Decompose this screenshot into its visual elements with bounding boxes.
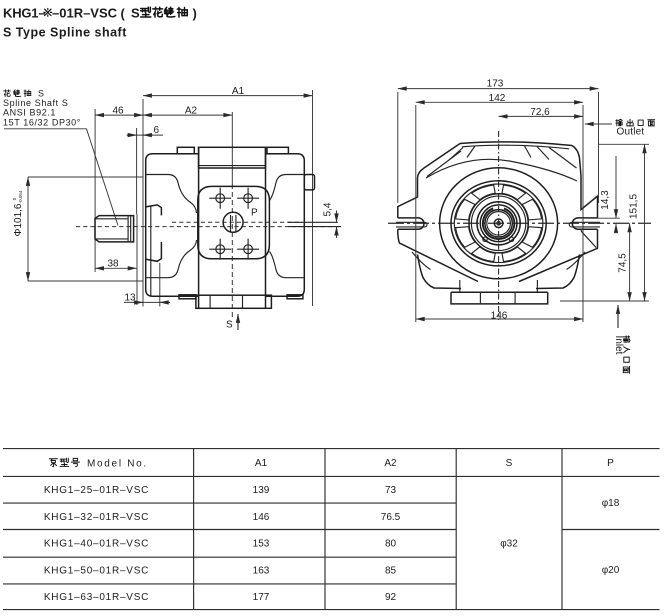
svg-text:ANSI B92.1: ANSI B92.1	[3, 107, 56, 117]
svg-text:S: S	[38, 88, 44, 98]
svg-text:177: 177	[253, 592, 270, 603]
svg-text:151,5: 151,5	[629, 194, 640, 219]
svg-text:85: 85	[385, 566, 397, 577]
svg-text:S: S	[506, 458, 513, 469]
svg-text:139: 139	[253, 485, 270, 496]
svg-text:6: 6	[154, 125, 160, 136]
svg-text:92: 92	[385, 592, 397, 603]
svg-text:φ32: φ32	[500, 539, 518, 550]
svg-text:15T 16/32 DP30°: 15T 16/32 DP30°	[3, 117, 81, 127]
svg-text:KHG1–63–01R–VSC: KHG1–63–01R–VSC	[44, 592, 149, 603]
svg-text:A2: A2	[185, 105, 198, 116]
svg-text:14,3: 14,3	[600, 190, 611, 210]
svg-text:80: 80	[385, 539, 397, 550]
svg-text:163: 163	[253, 566, 270, 577]
svg-text:72,6: 72,6	[530, 107, 550, 118]
svg-text:KHG1–: KHG1–	[3, 6, 45, 21]
svg-text:46: 46	[112, 105, 124, 116]
svg-text:): )	[193, 6, 197, 21]
svg-text:KHG1–50–01R–VSC: KHG1–50–01R–VSC	[44, 566, 149, 577]
svg-text:P: P	[607, 458, 614, 469]
svg-text:φ18: φ18	[602, 498, 620, 509]
svg-text:S Type Spline shaft: S Type Spline shaft	[3, 26, 127, 40]
svg-text:13: 13	[124, 293, 136, 304]
svg-text:146: 146	[491, 310, 508, 321]
svg-text:73: 73	[385, 485, 397, 496]
svg-text:S: S	[131, 6, 140, 21]
svg-text:φ20: φ20	[602, 565, 620, 576]
svg-text:A2: A2	[384, 458, 397, 469]
svg-text:38: 38	[107, 259, 119, 270]
svg-text:P: P	[251, 208, 258, 219]
svg-text:–01R–VSC: –01R–VSC	[52, 6, 118, 21]
svg-text:S: S	[226, 320, 233, 331]
svg-text:153: 153	[253, 539, 270, 550]
svg-text:74,5: 74,5	[618, 253, 629, 273]
svg-text:Spline Shaft S: Spline Shaft S	[3, 98, 68, 108]
svg-text:KHG1–32–01R–VSC: KHG1–32–01R–VSC	[44, 512, 149, 523]
svg-text:76.5: 76.5	[381, 512, 401, 523]
svg-text:KHG1–40–01R–VSC: KHG1–40–01R–VSC	[44, 539, 149, 550]
svg-text:KHG1–25–01R–VSC: KHG1–25–01R–VSC	[44, 485, 149, 496]
svg-text:5,4: 5,4	[323, 202, 334, 216]
svg-text:Model No.: Model No.	[87, 458, 148, 469]
svg-text:0: 0	[12, 197, 17, 200]
svg-text:Φ101,6: Φ101,6	[13, 203, 24, 236]
svg-text:-0.054: -0.054	[18, 190, 23, 203]
svg-text:Inlet: Inlet	[613, 336, 624, 355]
svg-text:A1: A1	[232, 86, 245, 97]
svg-text:146: 146	[253, 512, 270, 523]
svg-text:(: (	[121, 6, 126, 21]
svg-text:173: 173	[487, 78, 504, 89]
svg-text:Outlet: Outlet	[617, 127, 645, 138]
svg-text:A1: A1	[255, 458, 268, 469]
svg-text:142: 142	[489, 93, 506, 104]
